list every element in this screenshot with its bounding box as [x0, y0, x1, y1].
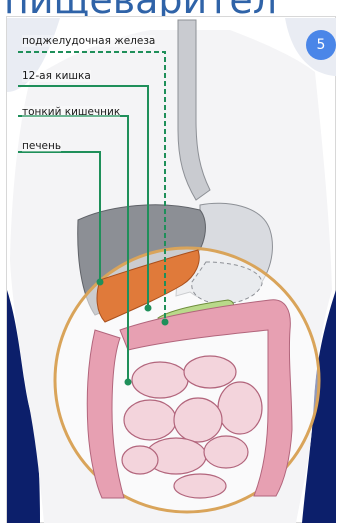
leader-dot-small-intestine	[125, 379, 132, 386]
step-number-badge: 5	[306, 30, 336, 60]
leader-dot-liver	[97, 279, 104, 286]
label-pancreas: поджелудочная железа	[22, 35, 155, 47]
leader-dot-duodenum	[145, 305, 152, 312]
label-liver: печень	[22, 140, 61, 152]
label-small-intestine: тонкий кишечник	[22, 106, 120, 118]
leader-dot-pancreas	[162, 319, 169, 326]
label-duodenum: 12-ая кишка	[22, 70, 91, 82]
